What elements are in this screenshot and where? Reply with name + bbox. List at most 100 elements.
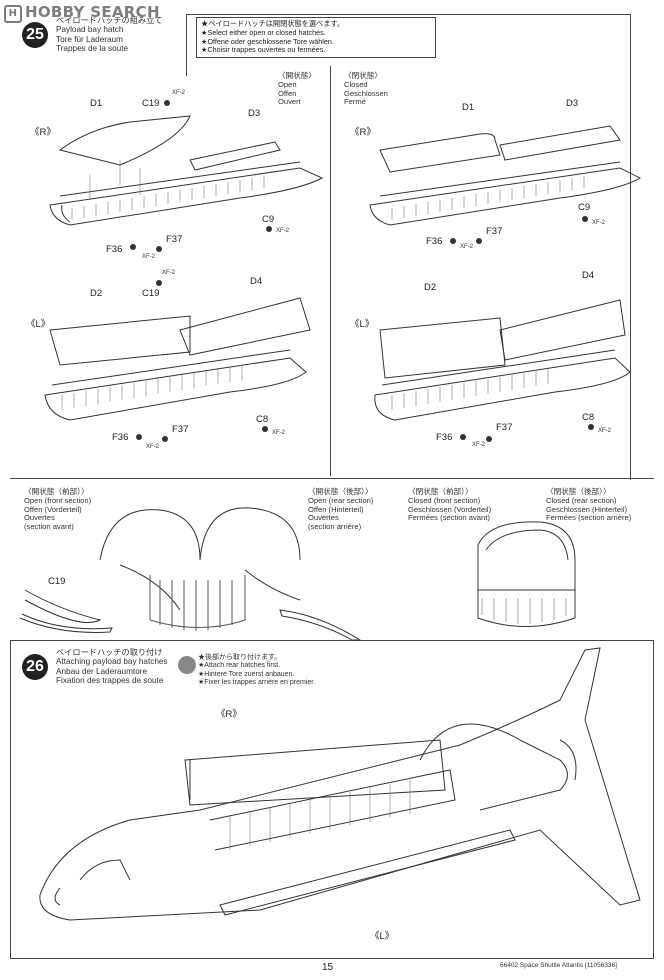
kit-reference: 66402 Space Shuttle Atlantis [11056336] [500,962,617,969]
glue-dot-icon [486,436,492,442]
closed-heading: 〈閉状態〉 Closed Geschlossen Fermé [344,71,388,107]
caption-line: (section arrière) [308,522,362,532]
caption-open-rear: 〈開状態（後部）〉 Open (rear section) Offen (Hin… [308,487,373,532]
label-f36: F36 [426,236,443,247]
label-f37: F37 [166,234,183,245]
step-25-title: ペイロードハッチの組み立て Payload bay hatch Tore für… [56,16,162,54]
hatch-d2-closed-l [374,299,631,421]
note-jp: ★後部から取り付けます。 [198,654,282,661]
frame-line [186,14,187,76]
caption-line: (section avant) [24,522,74,532]
label-d2: D2 [424,282,437,293]
label-l: 《L》 [26,319,51,330]
caption-line: 〈閉状態（前部）〉 [408,487,473,496]
label-d3: D3 [248,108,261,119]
label-l: 《L》 [370,931,395,942]
step-26-title: ペイロードハッチの取り付け Attaching payload bay hatc… [56,648,168,686]
label-c19: C19 [142,288,160,299]
glue-dot-icon [262,426,268,432]
label-d4: D4 [250,276,263,287]
caption-line: 〈開状態（前部）〉 [24,487,89,496]
label-r: 《R》 [30,127,56,138]
open-en: Open [278,79,297,89]
closed-en: Closed [344,79,368,89]
title-de: Tore für Laderaum [56,34,123,44]
glue-dot-icon [136,434,142,440]
label-f36: F36 [436,432,453,443]
label-f36: F36 [112,432,129,443]
caption-line: Offen (Hinterteil) [308,504,364,514]
glue-dot-icon [156,246,162,252]
caption-line: Offen (Vorderteil) [24,504,82,514]
hatch-d2-open-l [44,297,311,421]
label-xf2: XF-2 [472,442,486,448]
step-25-note: ★ペイロードハッチは開閉状態を選べます。 ★Select either open… [196,17,436,59]
fuselage-open-section [149,575,246,631]
glue-dot-icon [582,216,588,222]
caption-line: Geschlossen (Hinterteil) [546,504,628,514]
label-xf2: XF-2 [592,220,606,226]
closed-fr: Fermé [344,97,366,107]
caption-line: Fermées (section arrière) [546,513,632,523]
frame-line [10,640,11,958]
open-de: Offen [278,88,297,98]
label-r: 《R》 [216,709,242,720]
glue-dot-icon [164,100,170,106]
title-jp: ペイロードハッチの取り付け [56,648,163,657]
label-xf2: XF-2 [276,228,290,234]
shuttle-drawing [39,647,641,921]
label-c19: C19 [142,98,160,109]
cross-section-open-front [19,509,201,633]
cross-section-open-rear [199,507,362,641]
note-de: ★Offene oder geschlossene Tore wählen. [201,36,334,46]
glue-dot-icon [476,238,482,244]
label-f37: F37 [496,422,513,433]
note-en: ★Attach rear hatches first. [198,662,281,670]
title-jp: ペイロードハッチの組み立て [56,16,163,25]
hatch-d1-open-r [49,115,324,226]
page-number: 15 [322,962,334,973]
caption-line: Ouvertes [308,513,339,523]
label-c19: C19 [48,576,66,587]
label-xf2: XF-2 [172,90,186,96]
title-fr: Trappes de la soute [56,44,129,54]
label-d1: D1 [462,102,475,113]
label-xf2: XF-2 [146,444,160,450]
frame-line [630,14,631,480]
label-r: 《R》 [350,127,376,138]
caption-line: Ouvertes [24,513,55,523]
label-f37: F37 [172,424,189,435]
divider-horizontal [10,640,654,641]
note-jp: ★ペイロードハッチは開閉状態を選べます。 [201,19,345,28]
label-f37: F37 [486,226,503,237]
label-c9: C9 [262,214,275,225]
label-c8: C8 [582,412,595,423]
glue-dot-icon [130,244,136,250]
label-l: 《L》 [350,319,375,330]
label-d4: D4 [582,270,595,281]
glue-dot-icon [460,434,466,440]
label-xf2: XF-2 [598,428,612,434]
caption-open-front: 〈開状態（前部）〉 Open (front section) Offen (Vo… [24,487,91,532]
title-de: Anbau der Laderaumtore [56,666,148,676]
attention-marker-icon [178,656,196,674]
divider-horizontal [10,958,654,959]
frame-line [186,14,630,15]
label-c8: C8 [256,414,269,425]
step-number-26: 26 [22,654,48,680]
step-26-note: ★後部から取り付けます。 ★Attach rear hatches first.… [198,654,315,688]
label-d3: D3 [566,98,579,109]
caption-line: Closed (front section) [408,495,481,505]
note-fr: ★Choisir trappes ouvertes ou fermées. [201,45,326,55]
glue-dot-icon [450,238,456,244]
note-de: ★Hintere Tore zuerst anbauen. [198,670,295,678]
caption-line: Closed (rear section) [546,495,617,505]
label-c9: C9 [578,202,591,213]
glue-dot-icon [156,280,162,286]
title-en: Attaching payload bay hatches [56,657,168,667]
label-xf2: XF-2 [272,430,286,436]
label-d2: D2 [90,288,103,299]
cross-section-closed [477,521,576,627]
